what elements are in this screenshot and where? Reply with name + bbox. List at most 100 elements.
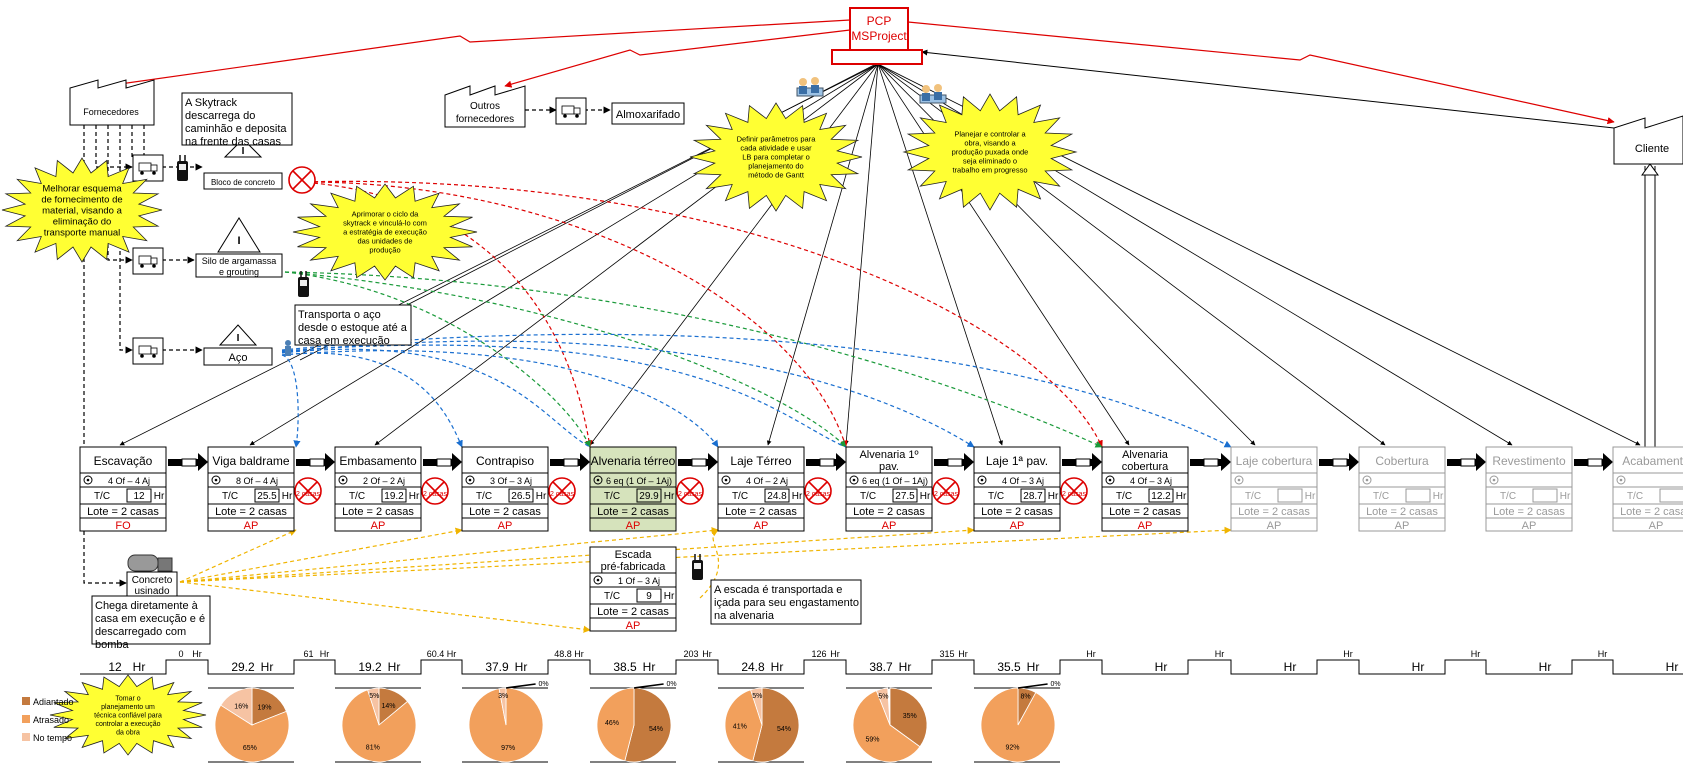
burst-line: planejamento do [748,162,803,171]
buffer-label: 2 casas [296,491,321,498]
pie-slice-adiantado [889,687,928,748]
process-status: AP [626,520,641,532]
mortar-to-masonry-2 [284,271,847,448]
pie-chart: 14%81%5% [341,687,417,763]
concrete-label: usinado [134,586,169,597]
process-time-value: 35.5 [997,660,1021,674]
wait-time-unit: Hr [1471,649,1481,659]
process-name: Laje Térreo [730,454,791,468]
legend-label: No tempo [33,733,72,743]
pie-slice-adiantado [251,687,287,726]
pie-label: 5% [752,693,762,700]
burst-line: das unidades de [357,237,412,246]
mortar-to-masonry-3 [284,271,1103,448]
mortar-silo-store[interactable]: I Silo de argamassa e grouting [195,217,283,278]
legend-item: No tempo [22,733,72,743]
burst-line: da obra [116,729,140,736]
process-name: Escavação [94,454,153,468]
process-time: Hr [1155,660,1168,674]
process-time-value: 38.5 [613,660,637,674]
pie-label: 41% [733,724,747,731]
truck-icon[interactable] [555,97,587,125]
process-time: Hr [1284,660,1297,674]
lot-label: Lote = 2 casas [597,506,669,518]
pie-zero-label: 0% [667,681,677,688]
customer-factory[interactable]: Cliente [1613,115,1683,165]
process-time-value: 24.8 [741,660,765,674]
suppliers-factory[interactable]: Fornecedores [69,79,155,126]
svg-text:I: I [237,333,240,344]
steel-flow [281,348,591,448]
push-arrow [168,453,208,471]
block-store[interactable]: I Bloco de concreto [203,138,283,190]
supplier-mortar-flow [107,125,133,264]
process-time-unit: Hr [1412,660,1425,674]
process-status: AP [1138,520,1153,532]
note-line: Chega diretamente à [95,600,199,612]
lot-label: Lote = 2 casas [1109,506,1181,518]
mortar-label-2: e grouting [219,267,259,277]
burst-line: Definir parâmetros para [737,135,817,144]
process-status: AP [498,520,513,532]
burst-line: LB para completar o [742,153,810,162]
wait-time-unit: Hr [958,649,968,659]
steel-to-beam [281,354,301,448]
skytrack-icon [692,554,703,580]
process-status: AP [754,520,769,532]
steel-store[interactable]: I Aço [203,324,273,366]
truck-icon[interactable] [132,337,164,365]
hr-unit: Hr [1560,491,1571,502]
pie-label: 46% [605,720,619,727]
process-name: Laje 1ª pav. [986,454,1048,468]
pie-slice-adiantado [752,687,800,763]
pcp-box[interactable]: PCP MSProject [831,7,923,65]
tc-value: 24.8 [767,491,787,502]
burst-line: a estratégia de execução [343,228,427,237]
warehouse-box[interactable]: Almoxarifado [611,102,685,125]
process-time-value: 12 [108,660,122,674]
buffer-label: 2 casas [806,491,831,498]
process-time-value: 19.2 [358,660,382,674]
steel-to-slab-1 [281,340,975,448]
concrete-to-subfloor [179,527,463,583]
truck-icon[interactable] [132,247,164,275]
buffer-icon: 2 casas [294,477,322,505]
lot-label: Lote = 2 casas [597,606,669,618]
truck-icon[interactable] [132,154,164,182]
process-crew: 4 Of – 3 Aj [1130,476,1172,486]
process-name: Embasamento [339,454,417,468]
pie-zero-label: 0% [1051,681,1061,688]
burst-line: técnica confiável para [94,712,162,719]
lot-label: Lote = 2 casas [342,506,414,518]
process-crew: 4 Of – 2 Aj [746,476,788,486]
process-name: Revestimento [1492,454,1566,468]
mortar-to-masonry-1 [284,271,591,448]
pie-slice-no_tempo [498,687,507,726]
other-suppliers-factory[interactable]: Outros fornecedores [444,85,526,128]
pie-label: 81% [366,744,380,751]
pie-label: 59% [865,737,879,744]
